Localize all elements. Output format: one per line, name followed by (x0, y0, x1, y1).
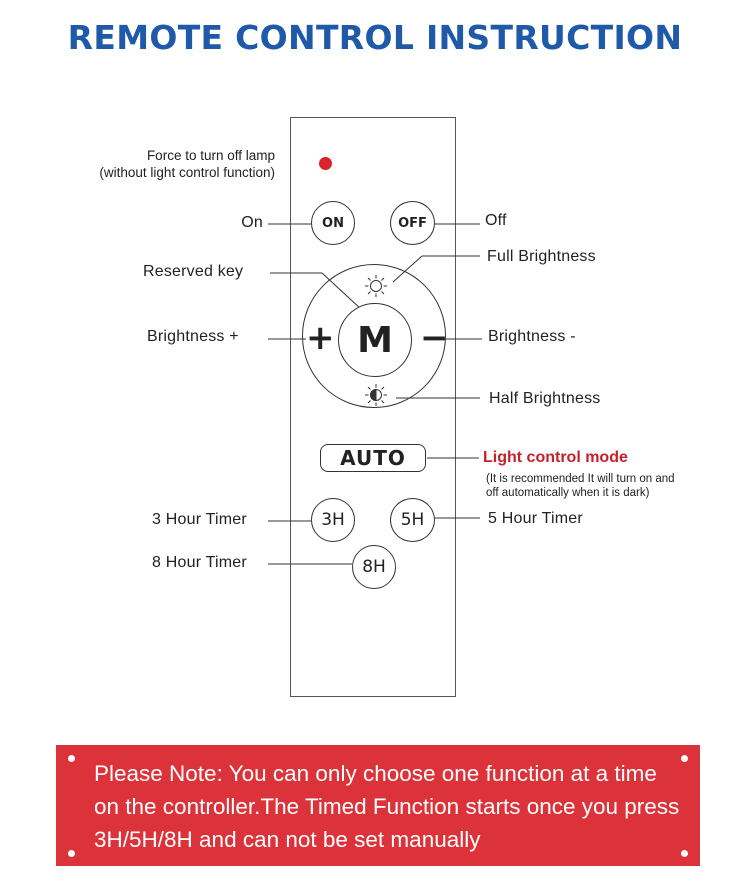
light-control-mode-label: Light control mode (483, 449, 628, 466)
force-off-label: Force to turn off lamp (146, 148, 275, 163)
note-text: Please Note: You can only choose one fun… (94, 761, 680, 852)
banner-rivet (68, 850, 75, 857)
banner-rivet (68, 755, 75, 762)
sun-icon[interactable] (363, 273, 389, 299)
page-title: REMOTE CONTROL INSTRUCTION (67, 18, 683, 57)
brightness-plus-button[interactable]: + (306, 318, 335, 358)
auto-button[interactable]: AUTO (320, 444, 426, 472)
half-sun-icon[interactable] (363, 382, 389, 408)
banner-rivet (681, 755, 688, 762)
on-label: On (241, 214, 263, 231)
timer-8h-button[interactable]: 8H (352, 545, 396, 589)
on-button[interactable]: ON (311, 201, 355, 245)
brightness-minus-button[interactable]: − (420, 318, 449, 358)
brightness-control-ring (302, 264, 446, 408)
timer-5h-label: 5 Hour Timer (488, 510, 583, 527)
brightness-minus-label: Brightness - (488, 328, 576, 345)
m-reserved-button[interactable]: M (338, 303, 412, 377)
timer-3h-label: 3 Hour Timer (152, 511, 247, 528)
brightness-plus-label: Brightness + (147, 328, 239, 345)
off-button[interactable]: OFF (390, 201, 435, 245)
half-brightness-label: Half Brightness (489, 390, 601, 407)
banner-rivet (681, 850, 688, 857)
timer-3h-button[interactable]: 3H (311, 498, 355, 542)
force-off-sublabel: (without light control function) (99, 165, 275, 180)
off-label: Off (485, 212, 507, 229)
timer-5h-button[interactable]: 5H (390, 498, 435, 542)
timer-8h-label: 8 Hour Timer (152, 554, 247, 571)
note-banner: Please Note: You can only choose one fun… (56, 745, 700, 866)
full-brightness-label: Full Brightness (487, 248, 596, 265)
light-control-note-line2: off automatically when it is dark) (486, 487, 650, 499)
indicator-led (319, 157, 332, 170)
reserved-key-label: Reserved key (143, 263, 244, 280)
light-control-note-line1: (It is recommended It will turn on and (486, 473, 675, 485)
